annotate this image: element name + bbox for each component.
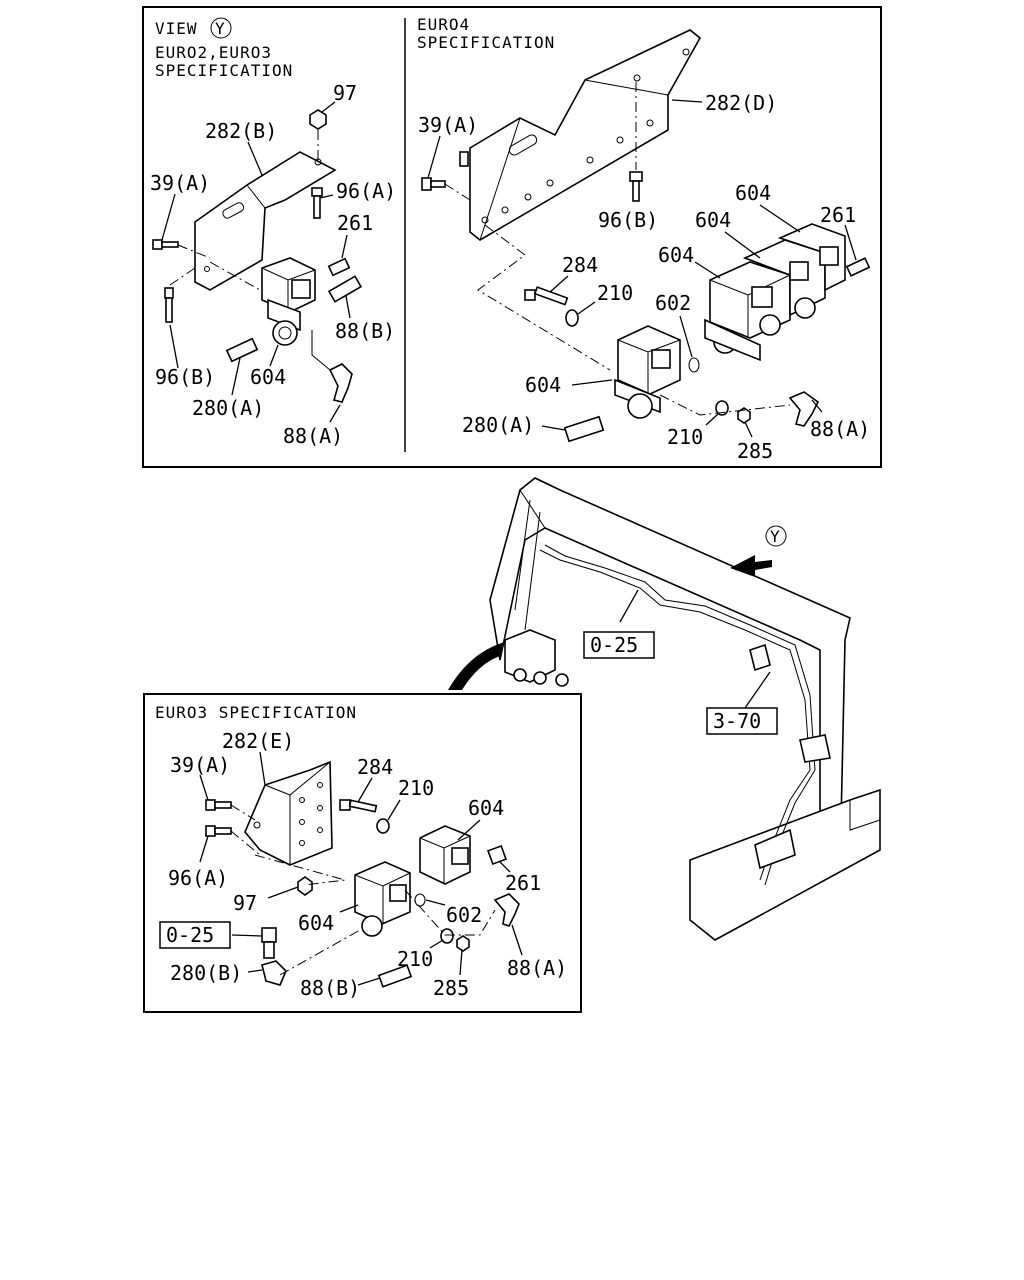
top-panel: VIEW Y EURO2,EURO3 SPECIFICATION EURO4 S… <box>142 6 882 468</box>
callout-604-left: 604 <box>250 365 286 389</box>
callout-604-right-a: 604 <box>735 181 771 205</box>
right-spec-line1: EURO4 <box>417 15 470 34</box>
view-marker-circle <box>210 17 232 39</box>
callout-96a-bottom: 96(A) <box>168 866 228 890</box>
callout-602-right: 602 <box>655 291 691 315</box>
callout-210-bottom-b: 210 <box>397 947 433 971</box>
ref-box-3-70 <box>706 707 778 735</box>
callout-97-bottom: 97 <box>233 891 257 915</box>
callout-39a-right: 39(A) <box>418 113 478 137</box>
callout-88b-bottom: 88(B) <box>300 976 360 1000</box>
callout-280a-right: 280(A) <box>462 413 534 437</box>
callout-284-bottom: 284 <box>357 755 393 779</box>
detail-arrow <box>448 642 505 690</box>
callout-210-right-b: 210 <box>667 425 703 449</box>
callout-284-right: 284 <box>562 253 598 277</box>
right-bracket-assembly <box>421 29 871 443</box>
bottom-panel: EURO3 SPECIFICATION <box>143 693 582 1013</box>
callout-210-right-a: 210 <box>597 281 633 305</box>
callout-604-bottom-b: 604 <box>298 911 334 935</box>
ref-box-0-25-label: 0-25 <box>590 633 638 657</box>
left-spec-line1: EURO2,EURO3 <box>155 43 272 62</box>
callout-261-bottom: 261 <box>505 871 541 895</box>
callout-96a-left: 96(A) <box>336 179 396 203</box>
callout-97: 97 <box>333 81 357 105</box>
callout-88b-left: 88(B) <box>335 319 395 343</box>
callout-88a-right: 88(A) <box>810 417 870 441</box>
ref-box-0-25 <box>583 631 655 659</box>
callout-96b-right: 96(B) <box>598 208 658 232</box>
callout-39a-left: 39(A) <box>150 171 210 195</box>
right-callouts: 39(A) 282(D) 96(B) 604 604 604 261 284 2… <box>418 91 870 463</box>
left-bracket-assembly <box>152 109 363 403</box>
callout-280a-left: 280(A) <box>192 396 264 420</box>
callout-604-bottom-a: 604 <box>468 796 504 820</box>
callout-261-left: 261 <box>337 211 373 235</box>
callout-88a-left: 88(A) <box>283 424 343 448</box>
view-arrow <box>730 555 772 577</box>
callout-604-right-d: 604 <box>525 373 561 397</box>
callout-285-bottom: 285 <box>433 976 469 1000</box>
callout-88a-bottom: 88(A) <box>507 956 567 980</box>
callout-604-right-b: 604 <box>695 208 731 232</box>
bottom-spec-label: EURO3 SPECIFICATION <box>155 703 357 722</box>
view-marker-letter: Y <box>215 19 226 38</box>
callout-285-right: 285 <box>737 439 773 463</box>
ref-box-3-70-label: 3-70 <box>713 709 761 733</box>
callout-39a-bottom: 39(A) <box>170 753 230 777</box>
callout-210-bottom-a: 210 <box>398 776 434 800</box>
callout-96b-left: 96(B) <box>155 365 215 389</box>
callout-261-right: 261 <box>820 203 856 227</box>
ref-box-0-25-bottom <box>159 921 231 949</box>
callout-280b-bottom: 280(B) <box>170 961 242 985</box>
callout-282b: 282(B) <box>205 119 277 143</box>
callout-602-bottom: 602 <box>446 903 482 927</box>
callout-0-25-bottom: 0-25 <box>166 923 214 947</box>
callout-604-right-c: 604 <box>658 243 694 267</box>
vehicle-frame: Y 0-25 3-70 <box>448 477 881 941</box>
callout-282d: 282(D) <box>705 91 777 115</box>
view-label: VIEW <box>155 19 198 38</box>
view-marker-circle-vehicle <box>765 525 787 547</box>
right-spec-line2: SPECIFICATION <box>417 33 555 52</box>
callout-282e: 282(E) <box>222 729 294 753</box>
left-spec-line2: SPECIFICATION <box>155 61 293 80</box>
left-callouts: 97 282(B) 39(A) 96(A) 261 88(B) 96(B) 60… <box>150 81 396 448</box>
view-marker-letter-vehicle: Y <box>770 527 781 546</box>
